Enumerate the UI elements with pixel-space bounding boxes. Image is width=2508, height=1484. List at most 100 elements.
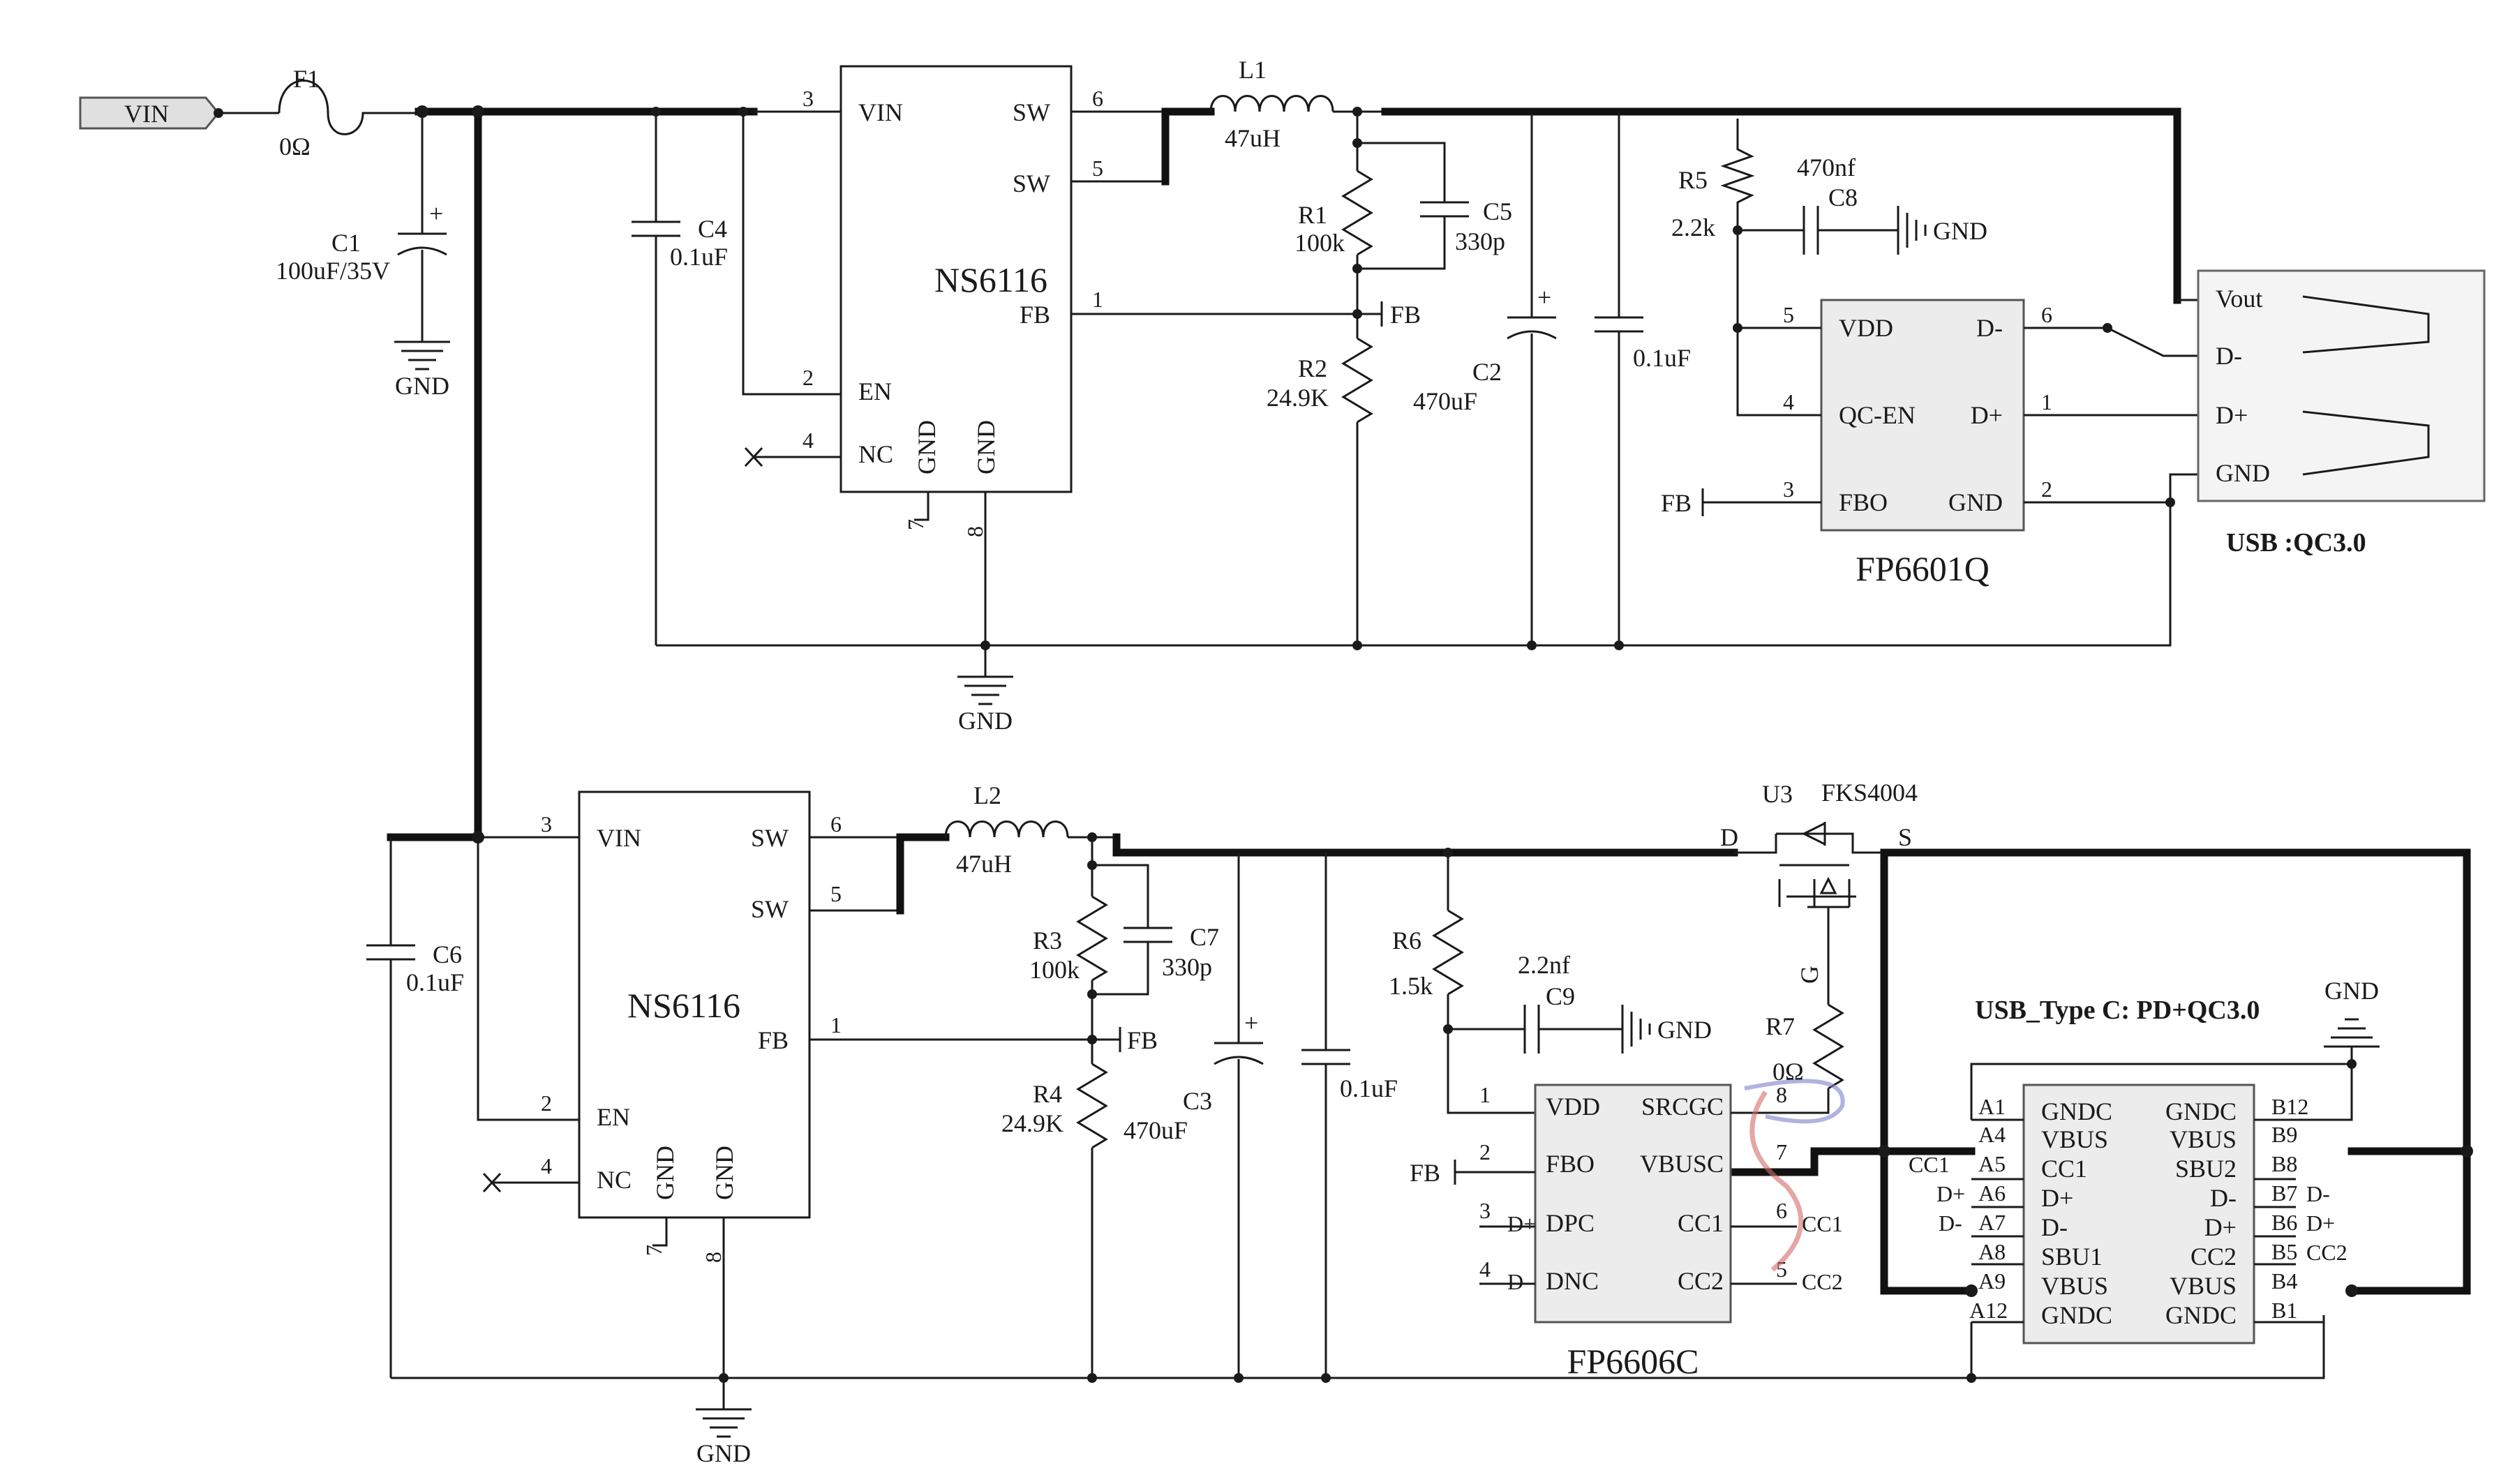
typec-left-pin-5: D- xyxy=(2041,1213,2068,1241)
typec-net-dm-right: D- xyxy=(2306,1181,2330,1206)
fp6601q-pin-vdd: VDD xyxy=(1839,314,1893,342)
ns1-num-sw1: 6 xyxy=(1092,86,1103,111)
typec-left-pin-7: VBUS xyxy=(2041,1272,2108,1300)
ns6116-bottom-name: NS6116 xyxy=(627,986,740,1025)
typec-net-dp-right: D+ xyxy=(2306,1211,2335,1236)
typec-right-num-7: B4 xyxy=(2271,1268,2297,1294)
ns1-pin-sw2: SW xyxy=(1013,170,1050,197)
svg-text:+: + xyxy=(1537,283,1551,311)
gnd-label-c8: GND xyxy=(1933,217,1987,245)
watermark-mark-red xyxy=(1749,1090,1804,1272)
fp6606c-pin-cc2: CC2 xyxy=(1678,1267,1724,1295)
inductor-l2 xyxy=(944,820,1069,838)
ns2-pin-vin: VIN xyxy=(597,824,641,852)
l2-value: 47uH xyxy=(956,850,1012,878)
usb-a-title: USB :QC3.0 xyxy=(2226,528,2366,557)
resistor-r4 xyxy=(1076,1063,1108,1149)
ns1-num-fb: 1 xyxy=(1092,287,1103,312)
fp6601q-num-vdd: 5 xyxy=(1783,302,1794,327)
fp6606c-num-vbusc: 7 xyxy=(1776,1139,1787,1164)
fp6606c-chip xyxy=(1534,1084,1732,1324)
typec-right-pin-3: SBU2 xyxy=(2175,1155,2237,1183)
c2-value: 470uF xyxy=(1413,387,1477,415)
c6-value: 0.1uF xyxy=(406,968,464,996)
c7-value: 330p xyxy=(1162,953,1212,981)
gnd-label-c9: GND xyxy=(1657,1016,1712,1044)
r3-ref: R3 xyxy=(1033,927,1062,954)
fp6601q-num-dp: 1 xyxy=(2041,389,2052,414)
ns1-num-gnd2: 8 xyxy=(962,526,987,537)
f1-ref: F1 xyxy=(293,65,320,93)
ns1-num-sw2: 5 xyxy=(1092,156,1103,181)
l1-value: 47uH xyxy=(1225,124,1281,152)
usb-a-pin-dm: D- xyxy=(2216,342,2242,370)
typec-left-num-8: A12 xyxy=(1969,1298,2008,1323)
c-out2-value: 0.1uF xyxy=(1340,1074,1398,1102)
fp6606c-num-vdd: 1 xyxy=(1479,1082,1491,1107)
ns1-pin-fb: FB xyxy=(1020,301,1050,329)
fp6606c-num-fbo: 2 xyxy=(1479,1139,1491,1164)
typec-right-pins: GNDC VBUS SBU2 D- D+ CC2 VBUS GNDC xyxy=(2165,1097,2237,1329)
typec-left-pin-2: VBUS xyxy=(2041,1125,2108,1153)
vin-net-label: VIN xyxy=(124,100,169,128)
ns2-num-gnd1: 7 xyxy=(641,1245,666,1256)
ns1-pin-sw1: SW xyxy=(1013,98,1050,126)
typec-right-num-4: B7 xyxy=(2271,1181,2297,1206)
u3-ref: U3 xyxy=(1762,780,1793,808)
fuse-f1 xyxy=(278,80,419,135)
resistor-r7 xyxy=(1812,1003,1844,1090)
ns1-pin-gnd2: GND xyxy=(972,420,1000,474)
typec-right-pin-5: D+ xyxy=(2204,1213,2237,1241)
fp6606c-num-dnc: 4 xyxy=(1479,1257,1491,1282)
r6-value: 1.5k xyxy=(1389,972,1433,1000)
fp6606c-num-srcgc: 8 xyxy=(1776,1082,1787,1107)
gnd-label-bottom: GND xyxy=(696,1439,751,1467)
fp6606c-net-dpc: D+ xyxy=(1507,1211,1536,1236)
c5-ref: C5 xyxy=(1483,197,1512,225)
typec-net-dm-left: D- xyxy=(1939,1211,1962,1236)
typec-right-pin-4: D- xyxy=(2210,1184,2237,1212)
ns1-pin-vin: VIN xyxy=(858,98,903,126)
u3-pin-g: G xyxy=(1796,966,1823,984)
fp6606c-num-dpc: 3 xyxy=(1479,1198,1491,1223)
fp6601q-pin-dm: D- xyxy=(1976,314,2003,342)
ns2-pin-en: EN xyxy=(597,1103,630,1131)
fp6601q-chip xyxy=(1820,299,2025,532)
typec-right-num-5: B6 xyxy=(2271,1210,2297,1235)
ns2-pin-sw2: SW xyxy=(751,895,789,923)
typec-left-num-5: A7 xyxy=(1978,1210,2006,1235)
typec-right-num-1: B12 xyxy=(2271,1094,2308,1119)
typec-left-num-3: A5 xyxy=(1978,1151,2006,1176)
typec-left-pins: GNDC VBUS CC1 D+ D- SBU1 VBUS GNDC xyxy=(2041,1097,2112,1329)
typec-left-pin-8: GNDC xyxy=(2041,1301,2112,1329)
r1-ref: R1 xyxy=(1298,201,1327,229)
fp6601q-num-dm: 6 xyxy=(2041,302,2052,327)
ns6116-top-name: NS6116 xyxy=(934,260,1047,299)
typec-right-num-6: B5 xyxy=(2271,1239,2297,1264)
ns2-pin-gnd1: GND xyxy=(651,1146,679,1200)
typec-left-pin-6: SBU1 xyxy=(2041,1243,2103,1271)
fp6606c-pin-srcgc: SRCGC xyxy=(1641,1093,1724,1121)
typec-left-num-7: A9 xyxy=(1978,1268,2006,1294)
ns2-num-sw2: 5 xyxy=(830,881,842,906)
ns1-pin-nc: NC xyxy=(858,440,893,468)
typec-left-num-1: A1 xyxy=(1978,1094,2006,1119)
typec-left-pin-3: CC1 xyxy=(2041,1155,2087,1183)
ns2-num-fb: 1 xyxy=(830,1012,842,1037)
typec-left-nums: A1 A4 A5 A6 A7 A8 A9 A12 xyxy=(1969,1094,2008,1323)
c6-ref: C6 xyxy=(433,940,462,968)
u3-part: FKS4004 xyxy=(1821,779,1918,807)
ns1-num-en: 2 xyxy=(803,365,814,390)
fp6606c-pin-vbusc: VBUSC xyxy=(1640,1150,1724,1178)
ns6116-bottom-chip xyxy=(578,790,811,1219)
fp6601q-pin-qcen: QC-EN xyxy=(1839,401,1916,429)
c9-ref: C9 xyxy=(1546,982,1575,1010)
resistor-r2 xyxy=(1341,337,1373,424)
fp6606c-name: FP6606C xyxy=(1567,1342,1699,1381)
ns2-pin-gnd2: GND xyxy=(710,1146,738,1200)
typec-right-pin-6: CC2 xyxy=(2190,1243,2237,1271)
typec-left-num-2: A4 xyxy=(1978,1122,2006,1147)
ns1-num-gnd1: 7 xyxy=(903,519,928,530)
c8-value: 470nf xyxy=(1797,153,1856,181)
